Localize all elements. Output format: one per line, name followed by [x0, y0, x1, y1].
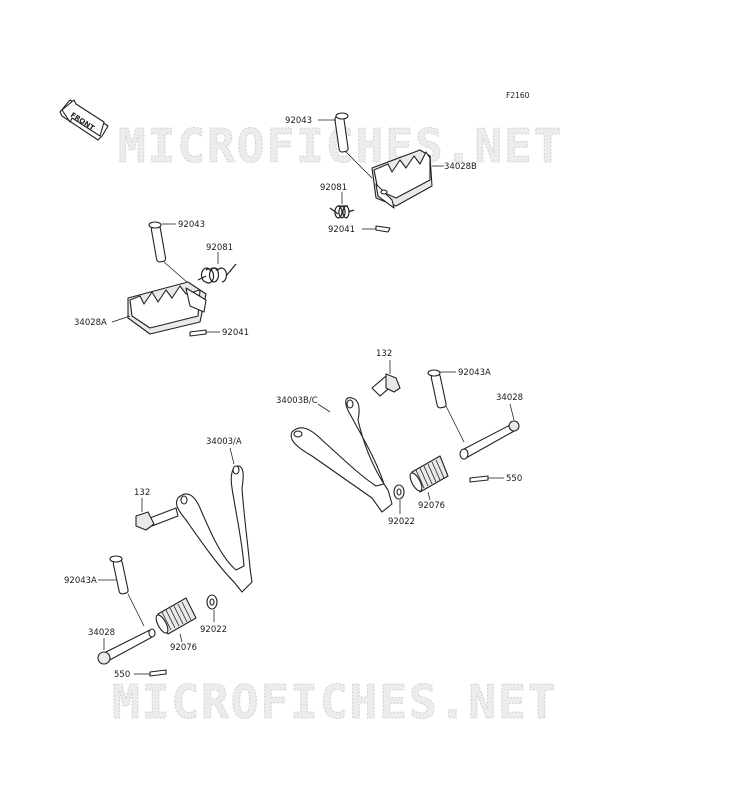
label-550-right: 550 — [506, 474, 522, 484]
cotter-550-left — [149, 669, 167, 677]
washer-92022-left — [206, 594, 218, 610]
label-92043-top: 92043 — [285, 116, 312, 126]
label-92081-top: 92081 — [320, 183, 347, 193]
label-92076-right: 92076 — [418, 501, 445, 511]
bolt-132-right — [371, 373, 401, 397]
label-34028-left: 34028 — [88, 628, 115, 638]
bracket-34003bc — [290, 397, 393, 513]
label-92041-left: 92041 — [222, 328, 249, 338]
bolt-132-left — [135, 507, 179, 531]
label-92041-top: 92041 — [328, 225, 355, 235]
shaft-34028-right — [459, 420, 520, 460]
pin-92043a-right — [427, 369, 447, 409]
label-92081-left: 92081 — [206, 243, 233, 253]
footstep-34028b — [371, 149, 433, 209]
figure-code: F2160 — [506, 91, 530, 100]
pin-92043a-left — [109, 555, 129, 595]
rubber-92076-right — [409, 455, 449, 493]
pin-92043-top — [334, 112, 349, 153]
spring-92081-top — [329, 205, 355, 219]
label-34003a: 34003/A — [206, 437, 242, 447]
cotter-550-right — [469, 475, 489, 483]
cotter-92041-top — [375, 225, 391, 233]
label-92076-left: 92076 — [170, 643, 197, 653]
label-34028a: 34028A — [74, 318, 107, 328]
label-92043a-right: 92043A — [458, 368, 491, 378]
label-92022-left: 92022 — [200, 625, 227, 635]
shaft-34028-left — [97, 628, 156, 665]
label-34003bc: 34003B/C — [276, 396, 318, 406]
cotter-92041-left — [189, 329, 207, 337]
footstep-34028a — [127, 281, 207, 335]
pin-92043-left — [148, 221, 167, 263]
label-132-right: 132 — [376, 349, 392, 359]
label-132-left: 132 — [134, 488, 150, 498]
spring-92081-left — [197, 263, 237, 284]
front-arrow-icon: FRONT — [59, 99, 109, 141]
label-550-left: 550 — [114, 670, 130, 680]
washer-92022-right — [393, 484, 405, 500]
label-34028b: 34028B — [444, 162, 477, 172]
label-34028-right: 34028 — [496, 393, 523, 403]
label-92043a-left: 92043A — [64, 576, 97, 586]
rubber-92076-left — [155, 597, 197, 635]
watermark-bottom: MICROFICHES.NET — [112, 675, 557, 729]
bracket-34003a — [175, 465, 253, 593]
label-92043-left: 92043 — [178, 220, 205, 230]
label-92022-right: 92022 — [388, 517, 415, 527]
